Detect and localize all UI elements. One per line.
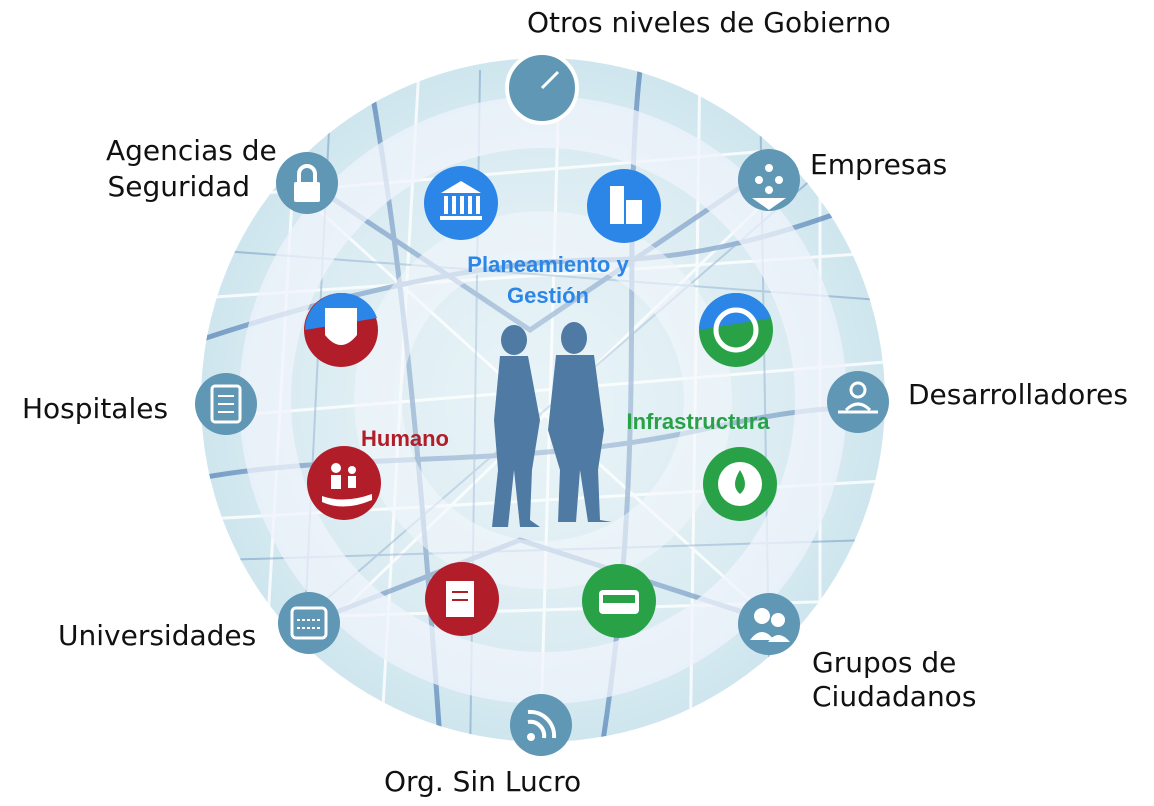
label-government: Otros niveles de Gobierno [527, 6, 891, 39]
city-buildings-icon [587, 169, 661, 243]
network-people-icon [738, 149, 800, 211]
label-developers: Desarrolladores [908, 378, 1128, 411]
label-companies: Empresas [810, 148, 948, 181]
person-with-arrows-icon [827, 371, 889, 433]
label-universities: Universidades [58, 619, 257, 652]
label-nonprofits: Org. Sin Lucro [384, 765, 582, 798]
people-group-icon [738, 593, 800, 655]
sector-infrastructure: Infrastructura [626, 409, 770, 434]
city-map [201, 58, 885, 742]
people-silhouette-icon [492, 322, 612, 527]
keyboard-screen-icon [278, 592, 340, 654]
rss-feed-icon [510, 694, 572, 756]
label-citizens-line2: Ciudadanos [812, 680, 977, 713]
sector-planning-line1: Planeamiento y [467, 252, 629, 277]
sector-human: Humano [361, 426, 449, 451]
sector-planning-line2: Gestión [507, 283, 589, 308]
documents-icon [425, 562, 499, 636]
recycle-icon [699, 292, 773, 367]
label-security-line2: Seguridad [107, 170, 250, 203]
padlock-icon [276, 152, 338, 214]
police-badge-icon [304, 292, 378, 367]
label-citizens-line1: Grupos de [812, 646, 957, 679]
label-hospitals: Hospitales [22, 392, 169, 425]
label-security-line1: Agencias de [106, 134, 277, 167]
transport-icon [582, 564, 656, 638]
water-drop-splash-icon [703, 447, 777, 521]
stopwatch-icon [505, 44, 579, 125]
government-building-icon [424, 166, 498, 240]
family-care-icon [307, 446, 381, 520]
clipboard-checklist-icon [195, 373, 257, 435]
